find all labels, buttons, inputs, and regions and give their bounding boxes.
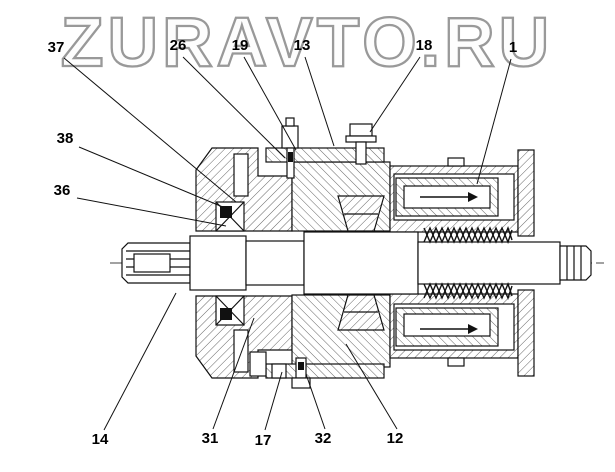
part-label-12: 12: [387, 430, 404, 447]
bolt-washer-top: [345, 135, 377, 143]
leader-line-18: [369, 56, 421, 133]
shaft-end-spline: [559, 245, 592, 281]
bolt-body-top: [355, 141, 367, 165]
leader-line-26: [182, 56, 286, 159]
leader-line-12: [345, 343, 398, 430]
valve-stem: [286, 147, 295, 179]
part-label-17: 17: [255, 432, 272, 449]
bolt-head-top: [349, 123, 373, 137]
part-label-26: 26: [170, 37, 187, 54]
flange-bolt-slot-top: [233, 153, 249, 197]
shaft-keyway: [133, 253, 171, 273]
leader-line-38: [78, 146, 231, 211]
drain-fitting: [249, 351, 267, 377]
bottom-cover: [249, 351, 385, 389]
piston-bottom: [395, 307, 499, 347]
end-plate: [517, 149, 535, 377]
part-callouts: 37 26 19 13 18 1 38 36 14 31 17 32 12: [48, 37, 518, 449]
shaft-center: [303, 231, 419, 295]
part-label-14: 14: [92, 431, 109, 448]
part-label-36: 36: [54, 182, 71, 199]
output-shaft: [121, 231, 592, 295]
part-label-19: 19: [232, 37, 249, 54]
shaft-mid: [245, 240, 305, 286]
seal-bottom: [220, 308, 232, 320]
top-cover: [265, 117, 385, 179]
part-label-38: 38: [57, 130, 74, 147]
leader-line-37: [63, 57, 237, 203]
piston-top: [395, 177, 499, 217]
part-label-1: 1: [509, 39, 517, 56]
housing-bolt-top: [447, 157, 465, 167]
bearing-bottom: [215, 295, 245, 326]
leader-line-36: [76, 197, 227, 227]
part-label-32: 32: [315, 430, 332, 447]
part-label-18: 18: [416, 37, 433, 54]
part-label-37: 37: [48, 39, 65, 56]
cylinder-block: [291, 161, 391, 368]
shaft-step: [189, 235, 247, 291]
leader-line-19: [243, 56, 297, 151]
leader-line-1: [476, 58, 512, 185]
leader-line-32: [305, 373, 326, 430]
watermark: ZURAVTO.RU: [61, 3, 553, 81]
cross-section-drawing: [110, 117, 604, 389]
spring-stack-bottom: [423, 282, 513, 300]
leader-line-17: [264, 371, 283, 431]
leader-line-13: [304, 56, 335, 147]
bolt-head-bottom: [291, 377, 311, 389]
shaft-right: [417, 241, 561, 285]
part-label-31: 31: [202, 430, 219, 447]
leader-lines: [63, 56, 512, 431]
seal-top: [220, 206, 232, 218]
valve-cap: [285, 117, 295, 127]
bearing-top: [215, 201, 245, 232]
leader-line-14: [103, 292, 177, 431]
housing-bolt-bottom: [447, 357, 465, 367]
spring-stack-top: [423, 226, 513, 244]
drain-channel: [271, 363, 287, 379]
leader-line-31: [212, 317, 255, 430]
part-label-13: 13: [294, 37, 311, 54]
